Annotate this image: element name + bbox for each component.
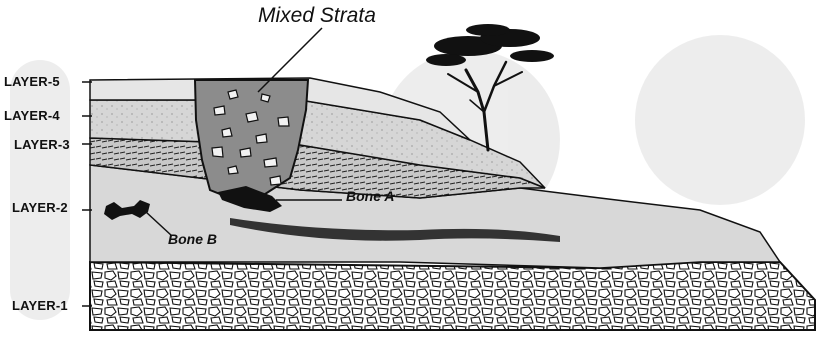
layer-5-label: LAYER-5 [4,74,60,89]
layer-1-rubble [90,262,815,330]
mixed-strata-label: Mixed Strata [258,4,376,28]
layer-1-label: LAYER-1 [12,298,68,313]
layer-4-label: LAYER-4 [4,108,60,123]
layer-3-label: LAYER-3 [14,137,70,152]
bone-a-label: Bone A [346,188,394,204]
layer-2-label: LAYER-2 [12,200,68,215]
bone-b-label: Bone B [168,231,217,247]
